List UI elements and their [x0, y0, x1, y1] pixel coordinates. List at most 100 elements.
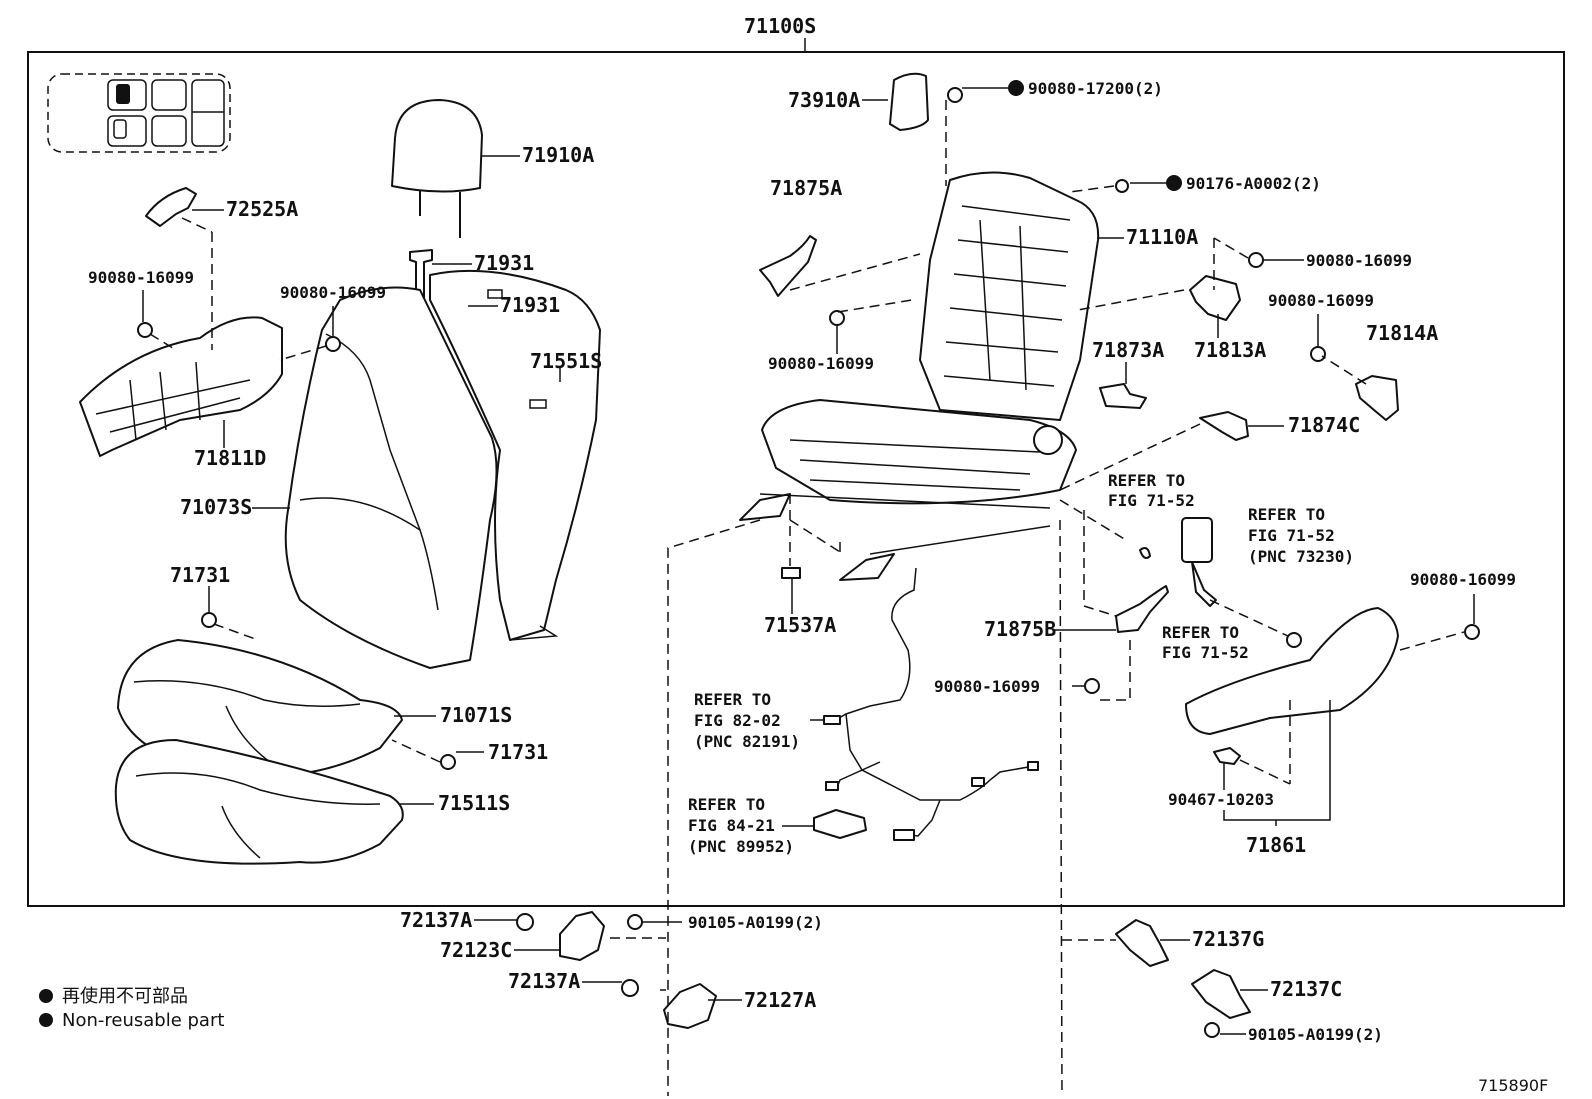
part-label-71551S[interactable]: 71551S: [530, 349, 602, 373]
part-label-71731-a[interactable]: 71731: [170, 563, 230, 587]
nonreusable-dot-A0002: [1166, 175, 1182, 191]
part-label-71071S[interactable]: 71071S: [440, 703, 512, 727]
part-label-71110A[interactable]: 71110A: [1126, 225, 1198, 249]
leader-lines: [142, 87, 1475, 1035]
refer-note-71-52-b[interactable]: REFER TO FIG 71-52 (PNC 73230): [1248, 505, 1354, 566]
svg-text:(PNC 73230): (PNC 73230): [1248, 547, 1354, 566]
screw-A0199-b-illustration: [1204, 1022, 1220, 1038]
refer-note-71-52-a[interactable]: REFER TO FIG 71-52: [1108, 471, 1195, 510]
svg-text:REFER TO: REFER TO: [1108, 471, 1185, 490]
svg-text:REFER TO: REFER TO: [688, 795, 765, 814]
bracket-71875A-illustration: [759, 235, 817, 297]
refer-note-82-02[interactable]: REFER TO FIG 82-02 (PNC 82191): [694, 690, 800, 751]
svg-text:REFER TO: REFER TO: [694, 690, 771, 709]
part-label-72137A-b[interactable]: 72137A: [508, 969, 580, 993]
headrest-illustration: [391, 99, 483, 238]
part-label-73910A[interactable]: 73910A: [788, 88, 860, 112]
seatback-pad-illustration: [429, 269, 601, 641]
part-label-72127A[interactable]: 72127A: [744, 988, 816, 1012]
installation-dash-lines: [149, 100, 1465, 1097]
svg-text:FIG 71-52: FIG 71-52: [1108, 491, 1195, 510]
part-label-90080-16099-b[interactable]: 90080-16099: [88, 268, 194, 287]
bracket-71873A-illustration: [1099, 383, 1147, 409]
seat-cushion-pad-illustration: [114, 739, 404, 865]
seatback-cover-illustration: [284, 286, 498, 669]
seat-location-icon: [47, 73, 231, 153]
bracket-72137G-illustration: [1115, 919, 1169, 967]
part-label-90080-17200[interactable]: 90080-17200(2): [1028, 79, 1163, 98]
nonreusable-dot-17200: [1008, 80, 1024, 96]
part-label-71874C[interactable]: 71874C: [1288, 413, 1360, 437]
part-label-90080-16099-e[interactable]: 90080-16099: [768, 354, 874, 373]
part-label-90105-A0199-a[interactable]: 90105-A0199(2): [688, 913, 823, 932]
bolt-71875A-illustration: [829, 310, 845, 326]
part-label-90080-16099-d[interactable]: 90080-16099: [1268, 291, 1374, 310]
part-label-72137A-a[interactable]: 72137A: [400, 908, 472, 932]
part-label-72525A[interactable]: 72525A: [226, 197, 298, 221]
clip-90467-illustration: [1213, 747, 1241, 765]
part-label-71875A[interactable]: 71875A: [770, 176, 842, 200]
part-label-90080-16099-a[interactable]: 90080-16099: [1306, 251, 1412, 270]
part-label-90176-A0002[interactable]: 90176-A0002(2): [1186, 174, 1321, 193]
part-label-71537A[interactable]: 71537A: [764, 613, 836, 637]
refer-note-84-21[interactable]: REFER TO FIG 84-21 (PNC 89952): [688, 795, 794, 856]
svg-text:(PNC 89952): (PNC 89952): [688, 837, 794, 856]
svg-text:(PNC 82191): (PNC 82191): [694, 732, 800, 751]
part-label-90105-A0199-b[interactable]: 90105-A0199(2): [1248, 1025, 1383, 1044]
part-label-71073S[interactable]: 71073S: [180, 495, 252, 519]
diagram-id: 715890F: [1478, 1076, 1548, 1095]
nut-buckle-illustration: [1286, 632, 1302, 648]
svg-text:FIG 71-52: FIG 71-52: [1248, 526, 1335, 545]
part-label-90080-16099-c[interactable]: 90080-16099: [280, 283, 386, 302]
legend-text-jp: 再使用不可部品: [62, 986, 188, 1007]
part-label-71931-b[interactable]: 71931: [500, 293, 560, 317]
part-label-72137G[interactable]: 72137G: [1192, 927, 1264, 951]
svg-text:FIG 82-02: FIG 82-02: [694, 711, 781, 730]
part-label-71861[interactable]: 71861: [1246, 833, 1306, 857]
bolt-71861-illustration: [1464, 624, 1480, 640]
bracket-72137C-illustration: [1191, 969, 1251, 1019]
clip-72137A-a-illustration: [516, 913, 534, 931]
part-label-90080-16099-g[interactable]: 90080-16099: [934, 677, 1040, 696]
svg-text:FIG 71-52: FIG 71-52: [1162, 643, 1249, 662]
part-label-90080-16099-f[interactable]: 90080-16099: [1410, 570, 1516, 589]
bracket-71875B-illustration: [1115, 585, 1169, 633]
part-label-71814A[interactable]: 71814A: [1366, 321, 1438, 345]
legend-dot-en: [39, 1013, 53, 1027]
cover-72127A-illustration: [663, 983, 717, 1029]
bracket-71813A-illustration: [1189, 275, 1241, 321]
clip-72137A-b-illustration: [621, 979, 639, 997]
part-label-71731-b[interactable]: 71731: [488, 740, 548, 764]
seat-frame-illustration: [739, 171, 1100, 581]
part-label-90467-10203[interactable]: 90467-10203: [1168, 790, 1274, 809]
belt-buckle-illustration: [1181, 517, 1217, 607]
part-label-71511S[interactable]: 71511S: [438, 791, 510, 815]
screw-A0199-a-illustration: [627, 914, 643, 930]
bracket-71814A-illustration: [1355, 375, 1399, 421]
legend-text-en: Non-reusable part: [62, 1010, 224, 1031]
cover-73910A-illustration: [889, 72, 929, 131]
part-label-72137C[interactable]: 72137C: [1270, 977, 1342, 1001]
part-label-71811D[interactable]: 71811D: [194, 446, 266, 470]
svg-text:REFER TO: REFER TO: [1162, 623, 1239, 642]
assembly-label[interactable]: 71100S: [744, 14, 816, 38]
cover-72123C-illustration: [559, 911, 605, 961]
bolt-left-illustration: [137, 322, 341, 352]
part-label-71910A[interactable]: 71910A: [522, 143, 594, 167]
legend-dot-jp: [39, 989, 53, 1003]
side-shield-71811D-illustration: [79, 316, 283, 457]
part-label-71931-a[interactable]: 71931: [474, 251, 534, 275]
part-label-71875B[interactable]: 71875B: [984, 617, 1056, 641]
side-shield-71861-illustration: [1185, 607, 1399, 735]
part-label-72123C[interactable]: 72123C: [440, 938, 512, 962]
bolt-71814A-illustration: [1310, 346, 1326, 362]
pad-71537A-illustration: [781, 567, 801, 579]
svg-text:REFER TO: REFER TO: [1248, 505, 1325, 524]
bracket-71874C-illustration: [1199, 411, 1249, 441]
part-label-71813A[interactable]: 71813A: [1194, 338, 1266, 362]
assembly-frame: [27, 51, 1565, 907]
bolt-71813A-illustration: [1248, 252, 1264, 268]
refer-note-71-52-c[interactable]: REFER TO FIG 71-52: [1162, 623, 1249, 662]
part-label-71873A[interactable]: 71873A: [1092, 338, 1164, 362]
